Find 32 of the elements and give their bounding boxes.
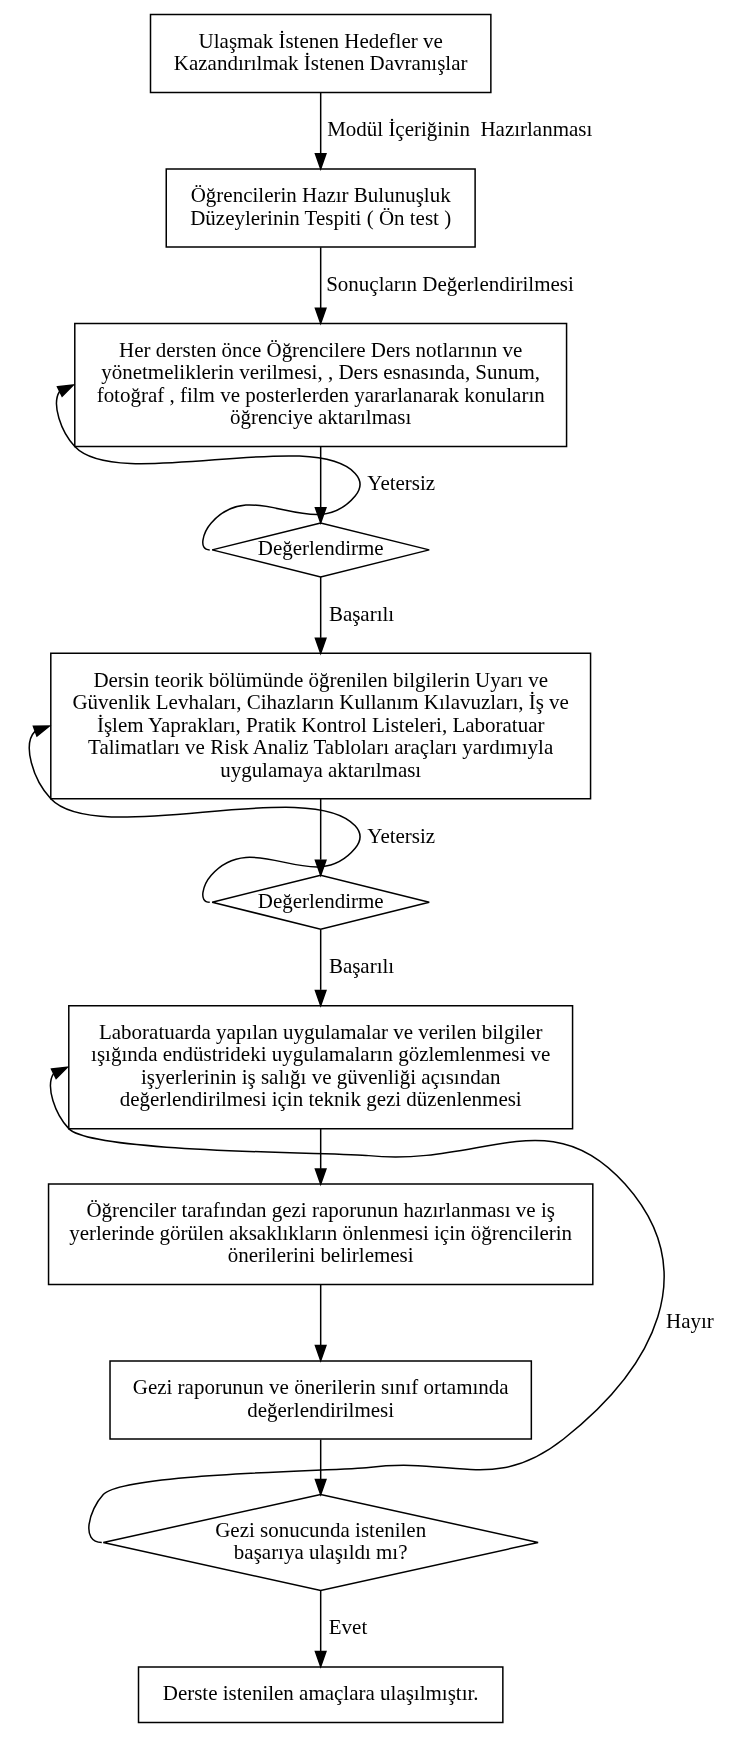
node-box: Ulaşmak İstenen Hedefler ve Kazandırılmak İstenen Davranışlar	[149, 13, 492, 94]
arrow	[313, 1128, 327, 1187]
arrow	[313, 1283, 327, 1363]
arrow	[313, 1590, 327, 1669]
edge-label: Yetersiz	[366, 471, 435, 496]
node-diamond: Değerlendirme	[210, 874, 430, 930]
node-diamond: Değerlendirme	[210, 522, 430, 578]
arrow	[313, 446, 327, 526]
edge-label: Modül İçeriğinin Hazırlanması	[326, 117, 592, 142]
arrow	[49, 1066, 665, 1544]
arrow	[313, 798, 327, 878]
arrow	[313, 92, 327, 171]
arrow	[313, 576, 327, 656]
edge-label: Hayır	[665, 1309, 714, 1334]
edge-label: Başarılı	[328, 954, 394, 978]
node-box: Öğrenciler tarafından gezi raporunun hazırlanması ve iş yerlerinde görülen aksaklıkların önlenmesi için öğrencilerin önerilerini belirlemesi	[47, 1183, 594, 1286]
arrow	[313, 929, 327, 1008]
arrow	[55, 383, 361, 551]
node-box: Derste istenilen amaçlara ulaşılmıştır.	[137, 1666, 504, 1724]
node-box: Dersin teorik bölümünde öğrenilen bilgilerin Uyarı ve Güvenlik Levhaları, Cihazların Kullanım Kılavuzları, İş ve İşlem Yaprakları, Pratik Kontrol Listeleri, Laboratuar Talimatları ve Risk Analiz Tabloları araçları yardımıyla uygulamaya aktarılması	[49, 652, 591, 800]
edge-label: Yetersiz	[366, 823, 435, 848]
node-box: Laboratuarda yapılan uygulamalar ve verilen bilgiler ışığında endüstrideki uygulamaların gözlemlenmesi ve işyerlerinin iş salığı ve güvenliği açısından değerlendirilmesi için teknik gezi düzenlenmesi	[67, 1004, 573, 1130]
edge-label: Sonuçların Değerlendirilmesi	[325, 271, 574, 296]
node-box: Her dersten önce Öğrencilere Ders notlarının ve yönetmeliklerin verilmesi, , Ders esnasında, Sunum, fotoğraf , film ve posterlerden yararlanarak konuların öğrenciye aktarılması	[73, 322, 567, 448]
arrow	[313, 246, 327, 326]
arrow	[313, 1438, 327, 1497]
arrow	[28, 725, 361, 903]
node-box: Gezi raporunun ve önerilerin sınıf ortamında değerlendirilmesi	[108, 1360, 532, 1440]
edge-label: Başarılı	[328, 601, 394, 626]
edge-label: Evet	[328, 1615, 367, 1640]
node-diamond: Gezi sonucunda istenilen başarıya ulaşıldı mı?	[102, 1493, 539, 1592]
node-box: Öğrencilerin Hazır Bulunuşluk Düzeylerinin Tespiti ( Ön test )	[165, 168, 476, 248]
